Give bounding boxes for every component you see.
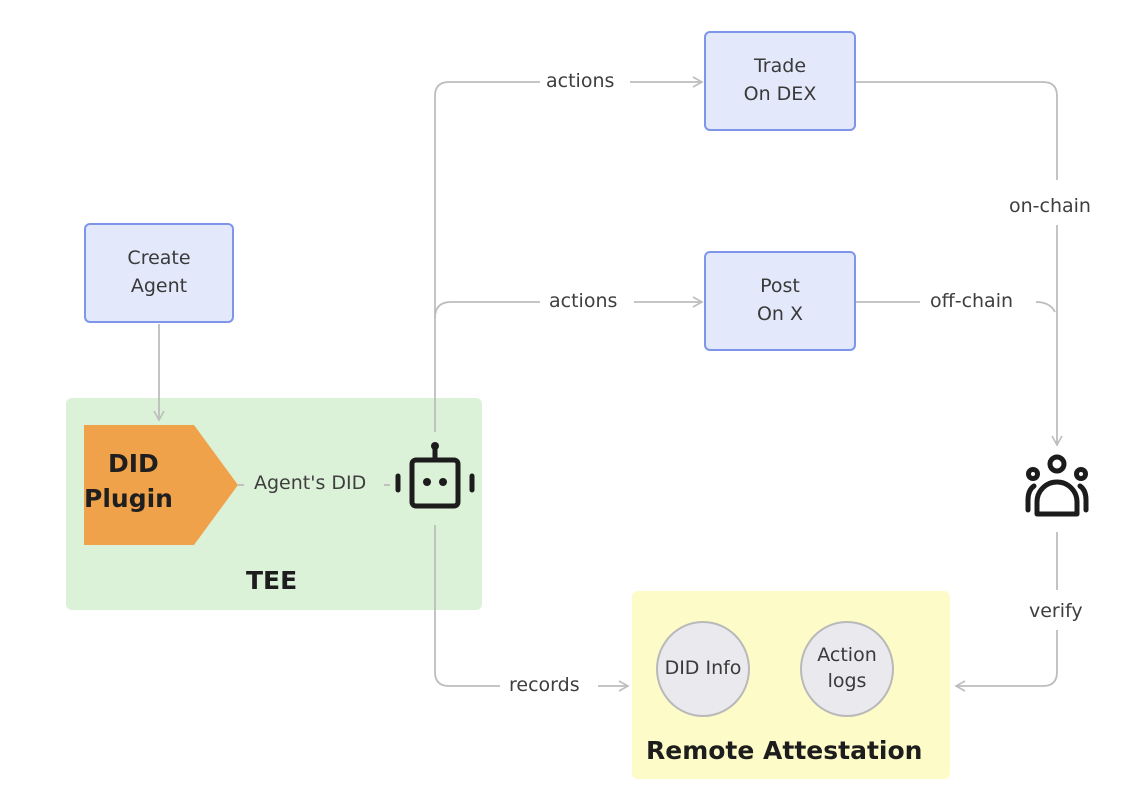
action-logs-line2: logs: [827, 670, 867, 692]
agents-did-label: Agent's DID: [248, 472, 373, 494]
create-agent-node[interactable]: Create Agent: [84, 223, 234, 323]
action-logs-node[interactable]: Action logs: [800, 621, 894, 717]
post-line2: On X: [756, 303, 804, 325]
remote-attestation-label: Remote Attestation: [646, 736, 923, 765]
edge-agent-records: [434, 525, 500, 687]
on-chain-label: on-chain: [1003, 195, 1097, 217]
users-group-icon: [1025, 454, 1089, 517]
did-info-line1: DID Info: [664, 657, 742, 680]
trade-line2: On DEX: [743, 83, 817, 105]
did-info-node[interactable]: DID Info: [656, 621, 750, 717]
actions-top-label: actions: [540, 70, 621, 92]
edge-agent-to-trade: [434, 81, 540, 432]
edge-trade-onchain: [856, 81, 1058, 180]
actions-mid-label: actions: [543, 290, 624, 312]
records-label: records: [503, 674, 586, 696]
edge-offchain-join: [1035, 301, 1056, 313]
action-logs-line1: Action: [817, 644, 877, 667]
off-chain-label: off-chain: [924, 290, 1020, 312]
did-plugin-label: DID Plugin: [84, 446, 173, 516]
robot-icon: [395, 442, 475, 509]
create-agent-line1: Create: [127, 247, 191, 270]
post-on-x-node[interactable]: Post On X: [704, 251, 856, 351]
did-plugin-line1: DID: [108, 449, 159, 478]
post-line1: Post: [760, 275, 800, 298]
did-plugin-node[interactable]: [84, 425, 238, 545]
tee-label: TEE: [246, 566, 298, 595]
did-plugin-line2: Plugin: [84, 484, 173, 513]
edge-verify-down: [954, 630, 1058, 692]
trade-on-dex-node[interactable]: Trade On DEX: [704, 31, 856, 131]
trade-line1: Trade: [753, 55, 807, 78]
verify-label: verify: [1023, 600, 1089, 622]
create-agent-line2: Agent: [130, 275, 188, 297]
edge-agent-to-post: [434, 301, 540, 319]
